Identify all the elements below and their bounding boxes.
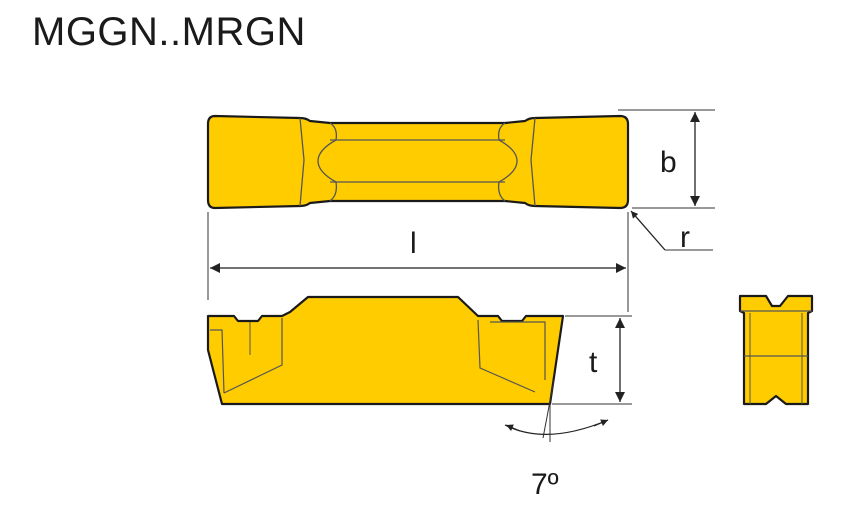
length-label: l <box>410 227 417 260</box>
angle-label: 7º <box>531 468 559 501</box>
top-view-outline <box>206 114 630 210</box>
radius-label: r <box>680 221 690 254</box>
end-view-outline <box>738 294 814 406</box>
dimension-b <box>618 109 715 209</box>
width-label: b <box>660 146 677 179</box>
thickness-label: t <box>589 346 598 379</box>
side-view-outline <box>206 295 565 406</box>
dimension-t <box>552 315 632 405</box>
dimension-angle <box>504 379 609 442</box>
end-view <box>738 294 814 406</box>
side-view <box>206 295 565 406</box>
dimension-r <box>630 210 713 251</box>
page-title: MGGN..MRGN <box>32 10 306 54</box>
dimension-l <box>207 212 629 312</box>
top-view <box>206 114 630 210</box>
